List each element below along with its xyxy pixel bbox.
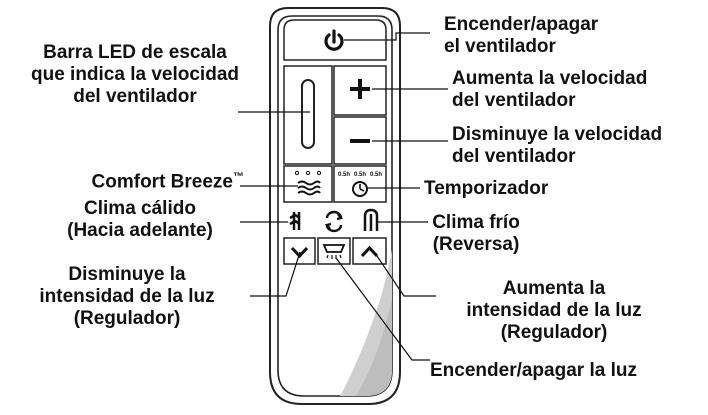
label-timer: Temporizador xyxy=(424,178,549,199)
timer-option-label: 0.5h xyxy=(354,172,366,178)
breeze-indicator-dot xyxy=(305,170,311,176)
leader-line-dim-down xyxy=(250,251,301,297)
reverse-icon xyxy=(324,210,344,233)
label-power: Encender/apagar el ventilador xyxy=(444,14,599,57)
leader-line-dim-up xyxy=(376,255,436,297)
breeze-icon xyxy=(297,180,321,196)
plus-icon xyxy=(350,79,370,99)
cool-weather-icon xyxy=(363,208,379,231)
label-cool: Clima frío (Reversa) xyxy=(432,212,520,255)
light-icon xyxy=(322,244,346,259)
timer-button[interactable]: 0.5h 0.5h 0.5h xyxy=(333,165,387,203)
led-bar-panel xyxy=(283,65,333,165)
power-button[interactable] xyxy=(283,19,387,61)
speed-up-button[interactable] xyxy=(333,65,387,116)
breeze-indicator-dot xyxy=(316,170,322,176)
label-speed-down: Disminuye la velocidad del ventilador xyxy=(452,124,663,167)
leader-line-power xyxy=(344,32,430,41)
label-dim-down: Disminuye la intensidad de la luz (Regul… xyxy=(39,264,215,329)
warm-weather-button[interactable] xyxy=(289,212,301,230)
power-icon xyxy=(324,29,344,51)
dim-up-button[interactable] xyxy=(352,237,387,265)
clock-icon xyxy=(352,181,368,197)
label-comfort-breeze: Comfort Breeze™ xyxy=(91,171,244,193)
leader-line-light xyxy=(335,257,430,361)
trademark-mark: ™ xyxy=(233,171,244,183)
light-button[interactable] xyxy=(317,237,351,265)
comfort-breeze-button[interactable] xyxy=(283,165,333,203)
leader-lines xyxy=(238,32,448,361)
reverse-button[interactable] xyxy=(324,210,344,233)
chevron-up-icon xyxy=(360,245,379,258)
label-led-bar: Barra LED de escala que indica la veloci… xyxy=(30,42,239,107)
timer-option-label: 0.5h xyxy=(338,172,350,178)
warm-weather-icon xyxy=(289,212,301,230)
chevron-down-icon xyxy=(290,246,309,259)
dim-down-button[interactable] xyxy=(283,237,316,265)
label-speed-up: Aumenta la velocidad del ventilador xyxy=(452,68,648,111)
label-light: Encender/apagar la luz xyxy=(430,360,637,381)
timer-option-label: 0.5h xyxy=(370,172,382,178)
led-speed-bar xyxy=(301,79,315,149)
breeze-indicator-dot xyxy=(294,170,300,176)
label-warm: Clima cálido (Hacia adelante) xyxy=(67,198,213,241)
label-dim-up: Aumenta la intensidad de la luz (Regulad… xyxy=(466,278,642,343)
cool-weather-button[interactable] xyxy=(363,208,379,231)
